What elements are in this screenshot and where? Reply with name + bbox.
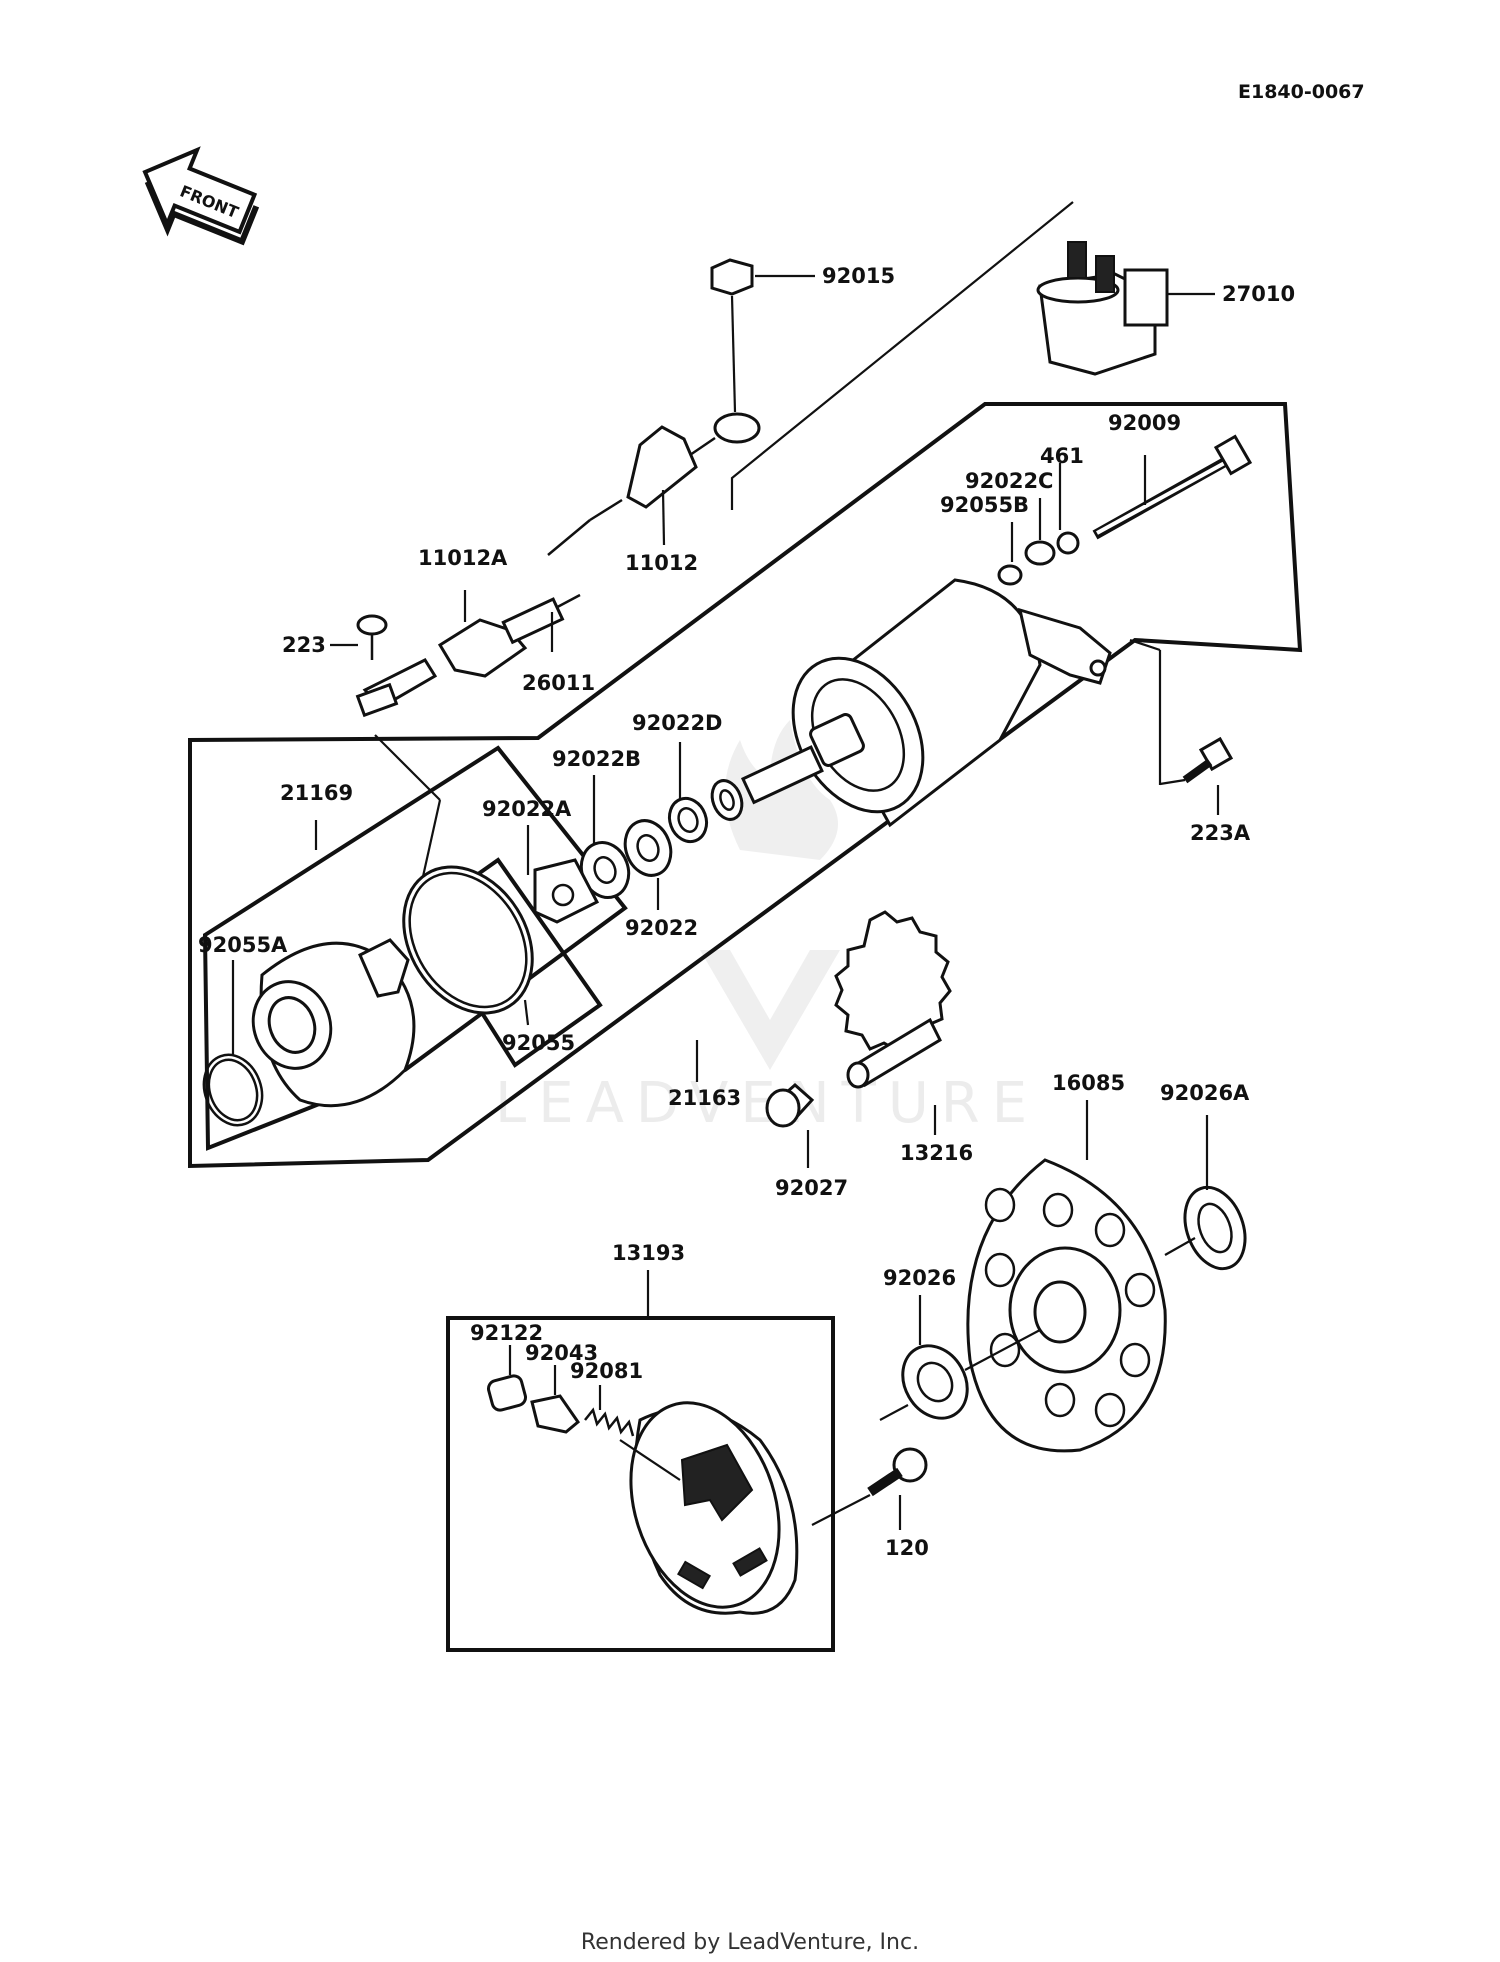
washer-92022A-part [526, 825, 600, 924]
part-label-92022: 92022 [625, 916, 698, 940]
bolt-120-part [867, 1447, 928, 1530]
part-label-92122: 92122 [470, 1321, 543, 1345]
part-label-26011: 26011 [522, 671, 595, 695]
rear-cover-part [251, 820, 416, 1108]
watermark-text: LEADVENTURE [495, 1071, 1039, 1136]
roller-part [486, 1345, 528, 1412]
part-label-92043: 92043 [525, 1341, 598, 1365]
part-label-92022D: 92022D [632, 711, 723, 735]
starter-gear-part [966, 1100, 1167, 1453]
shaft-part [765, 1083, 815, 1168]
part-label-461: 461 [1040, 444, 1084, 468]
o-ring-92055A-part [202, 960, 264, 1127]
o-ring-92055-part [402, 865, 534, 1026]
front-arrow-icon: FRONT [142, 146, 260, 246]
washer-92026-part [879, 1295, 1041, 1421]
spring-part [584, 1385, 635, 1437]
part-label-92026: 92026 [883, 1266, 956, 1290]
starter-relay-part [1036, 241, 1215, 376]
part-label-92055A: 92055A [198, 933, 288, 957]
washer-92022D-part [667, 742, 744, 844]
starter-cable-part [355, 519, 591, 718]
starter-motor-group-box [188, 402, 1303, 1169]
part-label-120: 120 [885, 1536, 929, 1560]
watermark: LEADVENTURE [495, 720, 1039, 1136]
starter-clutch-part [619, 1401, 871, 1615]
part-label-223A: 223A [1190, 821, 1251, 845]
part-label-13193: 13193 [612, 1241, 685, 1265]
part-label-27010: 27010 [1222, 282, 1295, 306]
washer-92022B-part [579, 775, 673, 910]
idle-gear-part [834, 910, 952, 1135]
part-label-92026A: 92026A [1160, 1081, 1250, 1105]
part-label-21169: 21169 [280, 781, 353, 805]
part-label-92027: 92027 [775, 1176, 848, 1200]
nut-part [710, 258, 815, 413]
part-label-11012: 11012 [625, 551, 698, 575]
drawing-code: E1840-0067 [1238, 81, 1365, 103]
part-label-13216: 13216 [900, 1141, 973, 1165]
part-label-92081: 92081 [570, 1359, 643, 1383]
relay-leader [730, 201, 1074, 510]
washer-92026A-part [1164, 1115, 1247, 1271]
footer-credit: Rendered by LeadVenture, Inc. [580, 1930, 920, 1955]
washer-461-part [997, 463, 1080, 586]
part-label-92022B: 92022B [552, 747, 641, 771]
part-label-223: 223 [282, 633, 326, 657]
part-label-92055: 92055 [502, 1031, 575, 1055]
part-label-92015: 92015 [822, 264, 895, 288]
starter-lead-part [589, 412, 761, 546]
through-bolt-part [1092, 434, 1253, 540]
plunger-part [530, 1365, 581, 1434]
part-label-92009: 92009 [1108, 411, 1181, 435]
part-label-21163: 21163 [668, 1086, 741, 1110]
starter-motor-yoke-part [740, 578, 1162, 828]
part-label-92022A: 92022A [482, 797, 572, 821]
bolt-223A-part [1159, 736, 1234, 815]
part-label-16085: 16085 [1052, 1071, 1125, 1095]
part-label-92055B: 92055B [940, 493, 1029, 517]
starter-clutch-group-box [446, 1316, 835, 1652]
part-label-92022C: 92022C [965, 469, 1053, 493]
part-label-11012A: 11012A [418, 546, 508, 570]
